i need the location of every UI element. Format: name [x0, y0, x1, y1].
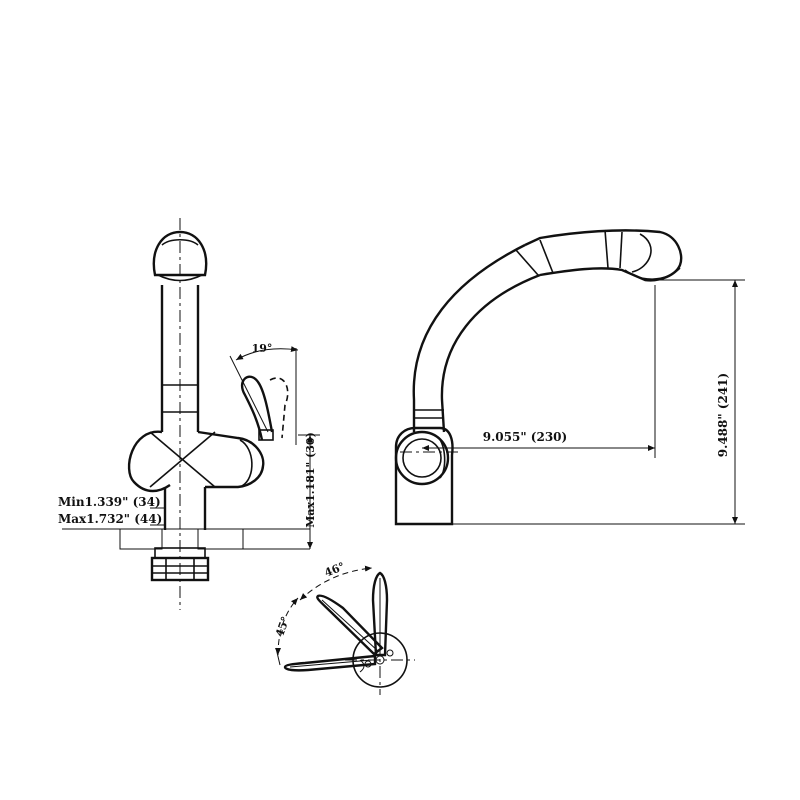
- deck-thickness-dimension: Min1.339" (34) Max1.732" (44): [58, 495, 165, 526]
- handle-positions: [283, 571, 389, 673]
- reach-dimension: 9.055" (230): [422, 285, 656, 458]
- valve-body: [127, 430, 265, 530]
- top-view: 46° 45°: [273, 560, 415, 695]
- angle-45-label: 45°: [273, 615, 292, 639]
- side-view: 9.055" (230) 9.488" (241): [394, 229, 745, 526]
- handle-angle-dimension: 19°: [229, 342, 299, 445]
- pull-out-head: [515, 229, 683, 282]
- angle-46-label: 46°: [323, 560, 347, 580]
- faucet-body: [160, 285, 200, 432]
- countertop: [62, 528, 310, 550]
- spray-head: [152, 230, 208, 282]
- handle-height-dimension: Max1.181" (30): [298, 432, 320, 549]
- angle-19-label: 19°: [252, 342, 273, 355]
- side-base: [394, 426, 454, 526]
- min-deck-label: Min1.339" (34): [58, 495, 161, 509]
- height-30-label: Max1.181" (30): [304, 432, 317, 528]
- handle-lever: [240, 375, 289, 441]
- reach-230-label: 9.055" (230): [483, 430, 567, 444]
- max-deck-label: Max1.732" (44): [58, 512, 162, 526]
- spout: [412, 243, 541, 433]
- front-view: 19° Max1.181" (30) Min1.339" (34): [58, 218, 320, 610]
- rotation-angle-dimensions: 46° 45°: [273, 560, 373, 666]
- mounting-nut: [150, 547, 210, 582]
- spout-height-dimension: 9.488" (241): [452, 279, 745, 525]
- height-241-label: 9.488" (241): [716, 373, 730, 457]
